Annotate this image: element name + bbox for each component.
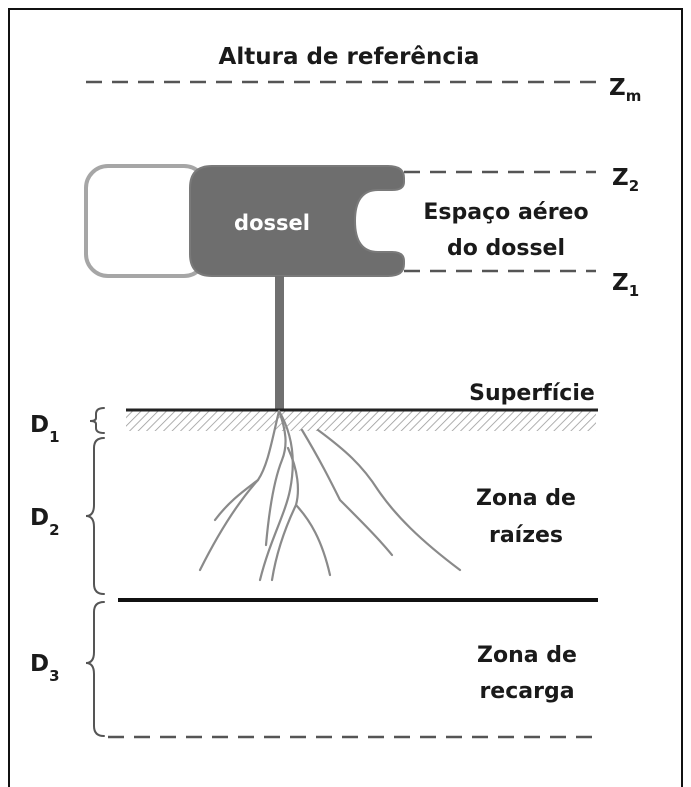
d1-label: D1	[30, 412, 60, 446]
canopy-outline	[84, 164, 208, 278]
recharge-zone-label-line1: Zona de	[477, 643, 577, 668]
d2-brace	[85, 437, 105, 595]
z2-label: Z2	[612, 165, 639, 195]
canopy-body	[189, 165, 405, 277]
d3-label: D3	[30, 651, 60, 685]
figure-frame	[8, 8, 683, 787]
root-zone-label-line1: Zona de	[476, 486, 576, 511]
root-system	[198, 409, 462, 582]
canopy-space-label-line1: Espaço aéreo	[423, 200, 588, 225]
d1-brace	[89, 407, 105, 434]
canopy-space-label-line2: do dossel	[447, 236, 565, 261]
d3-brace	[85, 601, 105, 737]
recharge-zone-label-line2: recarga	[479, 679, 574, 704]
reference-height-label: Altura de referência	[219, 44, 480, 70]
zm-label: Zm	[609, 75, 641, 105]
root-zone-label-line2: raízes	[489, 523, 563, 548]
tree-trunk	[275, 276, 284, 410]
z1-label: Z1	[612, 270, 639, 300]
canopy-label: dossel	[234, 211, 310, 235]
d2-label: D2	[30, 505, 60, 539]
surface-label: Superfície	[469, 381, 595, 406]
surface-soil-hatch	[126, 411, 596, 431]
